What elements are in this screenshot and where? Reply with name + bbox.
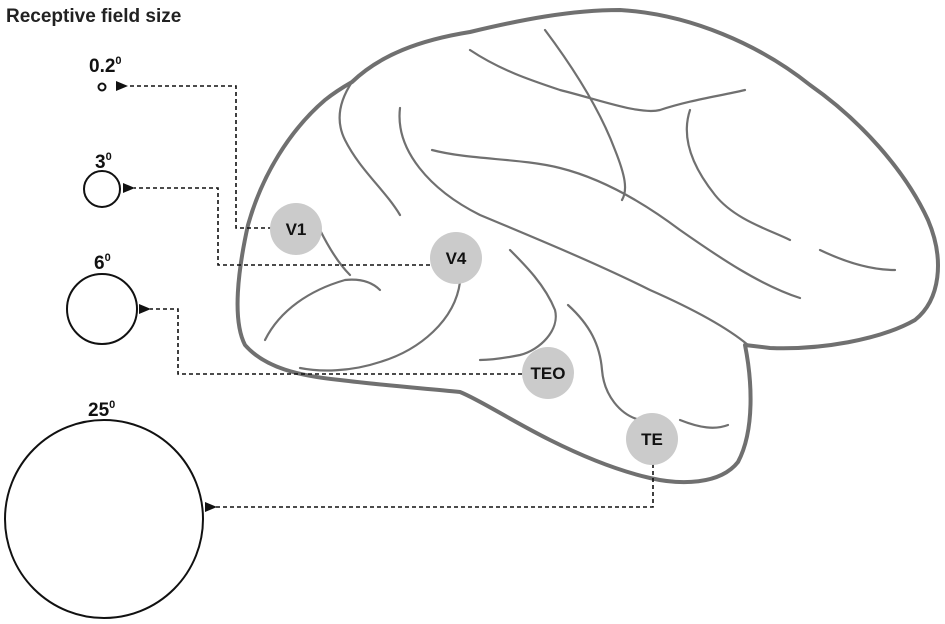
area-v1-dot bbox=[270, 203, 322, 255]
area-v4: V4 bbox=[430, 232, 482, 284]
svg-text:0.20: 0.20 bbox=[89, 55, 122, 77]
sulcus-principal bbox=[818, 248, 897, 272]
leader-v4 bbox=[123, 183, 430, 266]
receptive-field-0-2: 0.20 bbox=[89, 55, 122, 92]
sulcus-superior-temporal bbox=[430, 148, 802, 300]
rf-label-0-2-value: 0.2 bbox=[89, 56, 115, 77]
svg-text:60: 60 bbox=[94, 252, 111, 274]
sulcus-central bbox=[543, 28, 627, 202]
receptive-field-6: 60 bbox=[66, 252, 138, 345]
rf-label-6-value: 6 bbox=[94, 253, 105, 274]
area-v1: V1 bbox=[270, 203, 322, 255]
area-v1-label: V1 bbox=[286, 220, 307, 239]
area-te: TE bbox=[626, 413, 678, 465]
rf-label-3-value: 3 bbox=[95, 152, 106, 173]
brain-outline bbox=[235, 8, 940, 485]
area-v4-dot bbox=[430, 232, 482, 284]
svg-text:250: 250 bbox=[88, 399, 115, 421]
sulcus-occipito-temporal bbox=[263, 278, 382, 342]
rf-label-3-unit: 0 bbox=[106, 151, 112, 163]
leader-v1 bbox=[116, 81, 272, 229]
sulcus-temporal-1 bbox=[478, 248, 557, 362]
svg-text:30: 30 bbox=[95, 151, 112, 173]
area-teo: TEO bbox=[522, 347, 574, 399]
diagram-title: Receptive field size bbox=[6, 6, 181, 27]
rf-label-0-2-unit: 0 bbox=[115, 55, 121, 67]
rf-label-25-value: 25 bbox=[88, 400, 110, 421]
rf-circle-25 bbox=[4, 419, 204, 619]
area-te-dot bbox=[626, 413, 678, 465]
rf-circle-6 bbox=[66, 273, 138, 345]
sulcus-temporal-3 bbox=[678, 418, 730, 429]
receptive-field-3: 30 bbox=[83, 151, 121, 208]
sulcus-sylvian bbox=[398, 106, 750, 347]
sulcus-inferior-occipital bbox=[318, 228, 352, 277]
leader-te bbox=[205, 464, 654, 512]
area-teo-dot bbox=[522, 347, 574, 399]
leader-teo bbox=[139, 304, 522, 375]
brain-illustration bbox=[235, 8, 940, 485]
sulcus-intraparietal bbox=[468, 48, 747, 112]
rf-label-25-unit: 0 bbox=[109, 399, 115, 411]
area-v4-label: V4 bbox=[446, 249, 467, 268]
area-te-label: TE bbox=[641, 430, 663, 449]
rf-circle-3 bbox=[83, 170, 121, 208]
receptive-field-25: 250 bbox=[4, 399, 204, 619]
rf-circle-0-2 bbox=[97, 82, 107, 92]
sulcus-v4-region bbox=[298, 280, 462, 372]
sulcus-lunate bbox=[338, 80, 402, 217]
sulcus-arcuate bbox=[685, 108, 792, 242]
area-teo-label: TEO bbox=[531, 364, 566, 383]
sulcus-temporal-2 bbox=[566, 303, 642, 422]
rf-label-6-unit: 0 bbox=[105, 252, 111, 264]
